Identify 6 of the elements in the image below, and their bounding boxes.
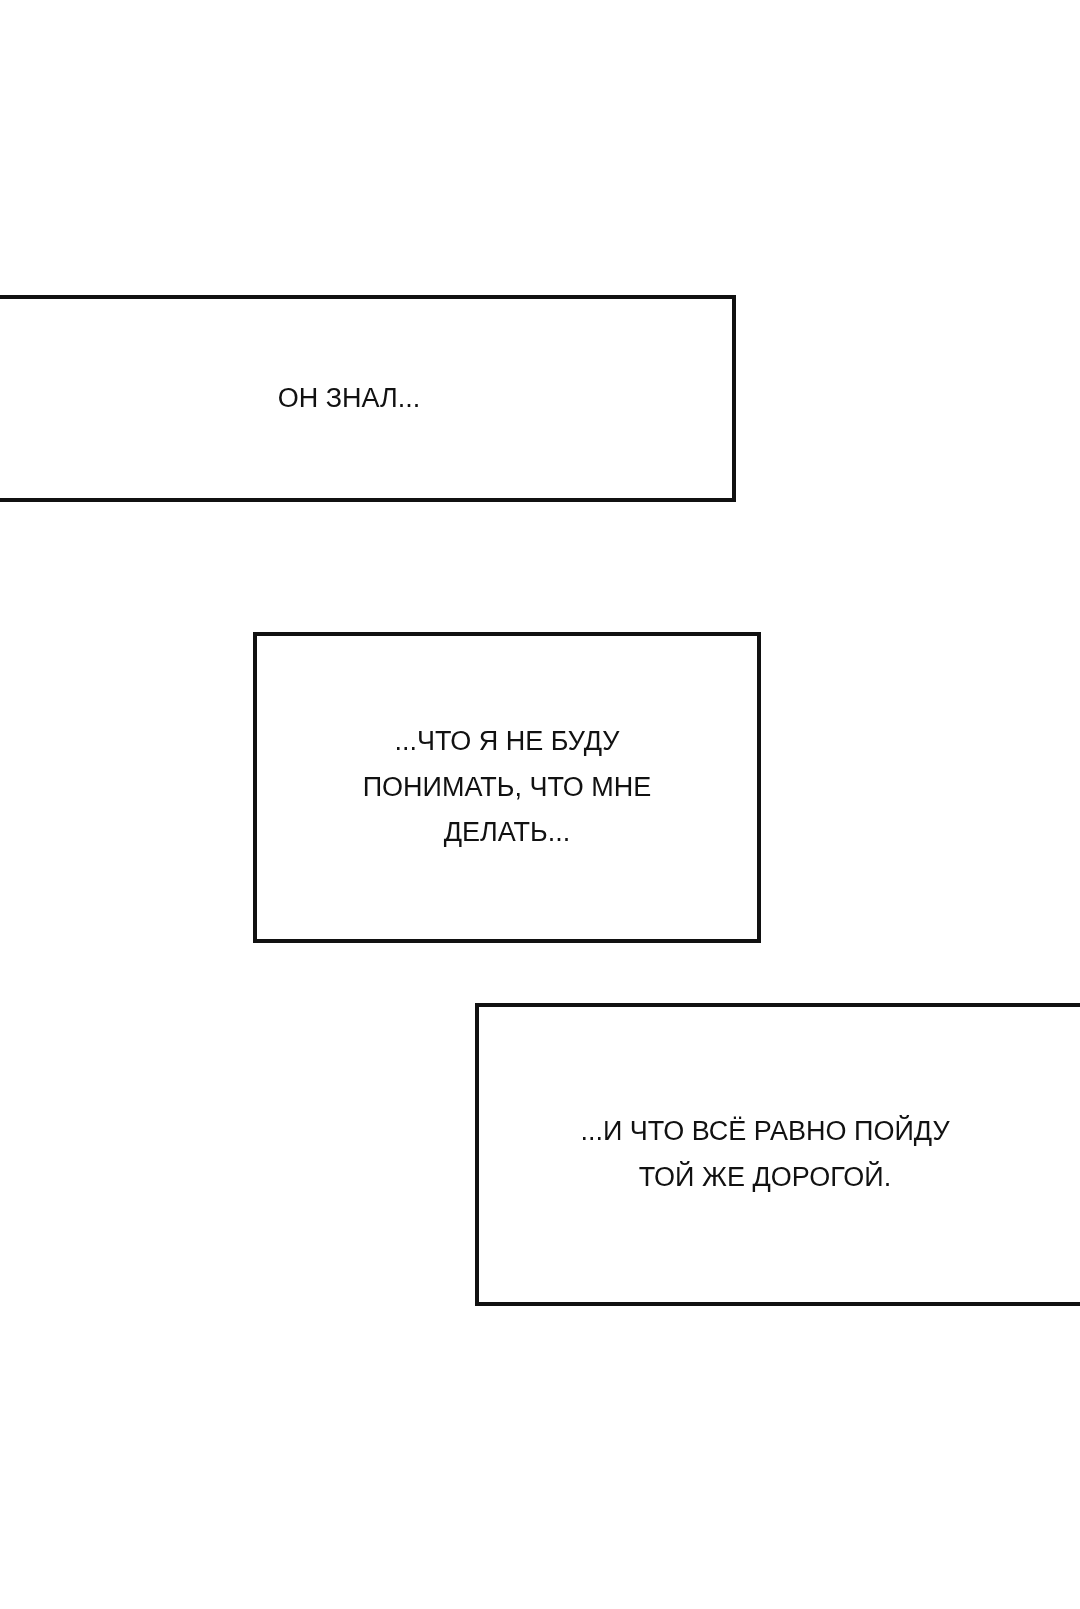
narration-text: ОН ЗНАЛ... bbox=[277, 381, 421, 415]
caption-box bbox=[253, 632, 761, 943]
narration-text: ...ЧТО Я НЕ БУДУ ПОНИМАТЬ, ЧТО МНЕ ДЕЛАТЬ... bbox=[362, 724, 652, 850]
narration-text: ...И ЧТО ВСЁ РАВНО ПОЙДУ ТОЙ ЖЕ ДОРОГОЙ. bbox=[579, 1114, 951, 1194]
caption-box bbox=[0, 295, 736, 502]
caption-box bbox=[475, 1003, 1080, 1306]
